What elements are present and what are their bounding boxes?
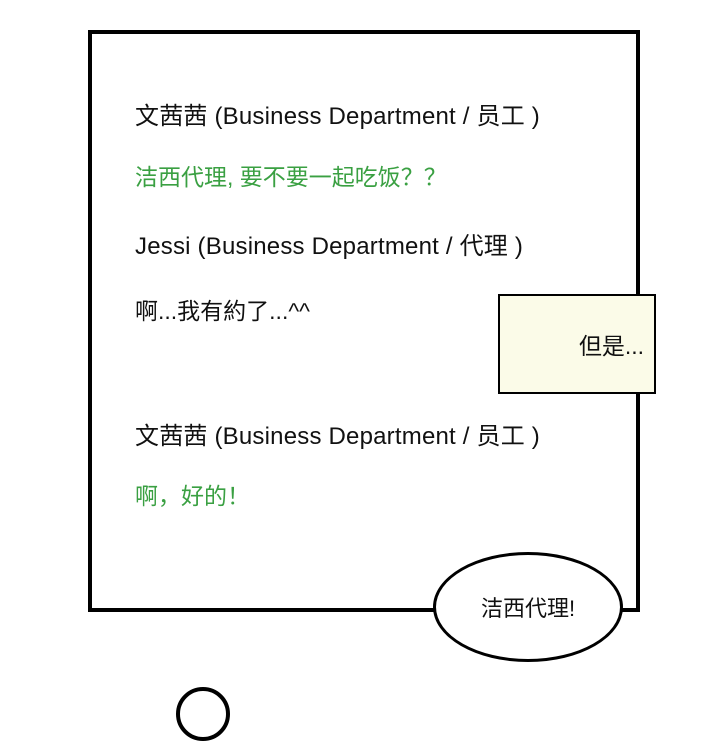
message-1-text: 洁西代理, 要不要一起吃饭？？ — [135, 164, 447, 190]
message-2-text: 啊...我有約了...^^ — [135, 298, 310, 324]
message-1-sender: 文茜茜 (Business Department / 员工 ) — [135, 103, 540, 130]
message-3-sender: 文茜茜 (Business Department / 员工 ) — [135, 423, 540, 450]
shout-speech-bubble: 洁西代理! — [433, 552, 623, 662]
shout-speech-text: 洁西代理! — [480, 596, 576, 621]
message-3-text: 啊，好的！ — [135, 483, 250, 509]
aside-speech-box: 但是... — [498, 294, 656, 394]
message-2-sender: Jessi (Business Department / 代理 ) — [135, 233, 524, 260]
partial-head-circle — [176, 687, 230, 741]
aside-speech-text: 但是... — [578, 333, 644, 359]
